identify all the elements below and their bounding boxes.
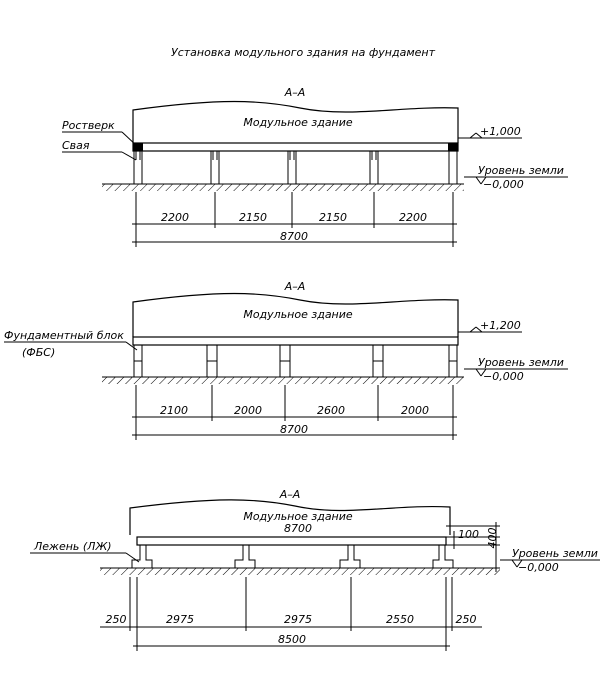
span-dimension: 2150 — [319, 211, 347, 224]
building-base — [136, 536, 447, 546]
span-dimension: 2975 — [166, 613, 194, 626]
span-dimension: 2975 — [284, 613, 312, 626]
building-width: 8700 — [284, 522, 312, 535]
pile — [210, 150, 220, 185]
total-dimension: 8700 — [280, 423, 308, 436]
grillage-beam — [132, 142, 459, 152]
total-dimension: 8500 — [278, 633, 306, 646]
building-outline — [129, 499, 451, 535]
fbs-blocks — [133, 344, 458, 378]
ground-label: Уровень земли — [478, 356, 564, 369]
span-dimension: 2550 — [386, 613, 414, 626]
section-fbs: А–А Модульное здание Фундаментный блок (… — [4, 280, 568, 440]
pile — [448, 150, 458, 185]
ground-label: Уровень земли — [512, 547, 598, 560]
building-label: Модульное здание — [243, 510, 353, 523]
span-dimension: 250 — [106, 613, 127, 626]
span-dimension: 2000 — [234, 404, 262, 417]
building-outline — [132, 100, 459, 143]
span-dimension: 2000 — [401, 404, 429, 417]
dimension-lines — [132, 192, 457, 247]
sleepers — [131, 545, 454, 569]
section-label: А–А — [284, 86, 306, 99]
ground-hatch — [100, 568, 500, 575]
sleeper — [234, 545, 256, 569]
section-sleepers: А–А Модульное здание 8700 Лежень (ЛЖ) 10… — [30, 488, 600, 651]
callout-sleeper: Лежень (ЛЖ) — [33, 540, 112, 553]
building-outline — [132, 292, 459, 337]
ground-value: −0,000 — [518, 561, 559, 574]
dimension-lines — [100, 577, 482, 651]
pile — [133, 150, 143, 185]
building-label: Модульное здание — [243, 308, 353, 321]
callout-grillage: Ростверк — [62, 119, 115, 132]
elevation-top: +1,000 — [480, 125, 521, 138]
elevation-top: +1,200 — [480, 319, 521, 332]
span-dimension: 2100 — [160, 404, 188, 417]
base-beam — [132, 336, 459, 346]
callout-fbs-code: (ФБС) — [22, 346, 55, 359]
section-label: А–А — [279, 488, 301, 501]
ground-hatch — [102, 377, 464, 384]
ground-value: −0,000 — [483, 370, 524, 383]
total-dimension: 8700 — [280, 230, 308, 243]
section-label: А–А — [284, 280, 306, 293]
dim-400: 400 — [486, 528, 499, 549]
pile — [369, 150, 379, 185]
building-label: Модульное здание — [243, 116, 353, 129]
piles — [133, 150, 458, 185]
span-dimension: 2200 — [161, 211, 189, 224]
drawing-title: Установка модульного здания на фундамент — [171, 46, 436, 59]
span-dimension: 2200 — [399, 211, 427, 224]
pile — [287, 150, 297, 185]
ground-label: Уровень земли — [478, 164, 564, 177]
grillage-end-left — [133, 143, 143, 151]
sleeper — [432, 545, 454, 569]
dimension-lines — [132, 385, 457, 440]
ground-value: −0,000 — [483, 178, 524, 191]
span-dimension: 2600 — [317, 404, 345, 417]
section-piles: А–А Модульное здание Ростверк Свая — [62, 86, 568, 247]
span-dimension: 2150 — [239, 211, 267, 224]
grillage-end-right — [448, 143, 458, 151]
span-dimension: 250 — [456, 613, 477, 626]
dim-100: 100 — [458, 528, 479, 541]
ground-hatch — [102, 184, 464, 191]
callout-fbs: Фундаментный блок — [4, 329, 124, 342]
sleeper — [339, 545, 361, 569]
sleeper — [131, 545, 153, 569]
callout-pile: Свая — [62, 139, 90, 152]
